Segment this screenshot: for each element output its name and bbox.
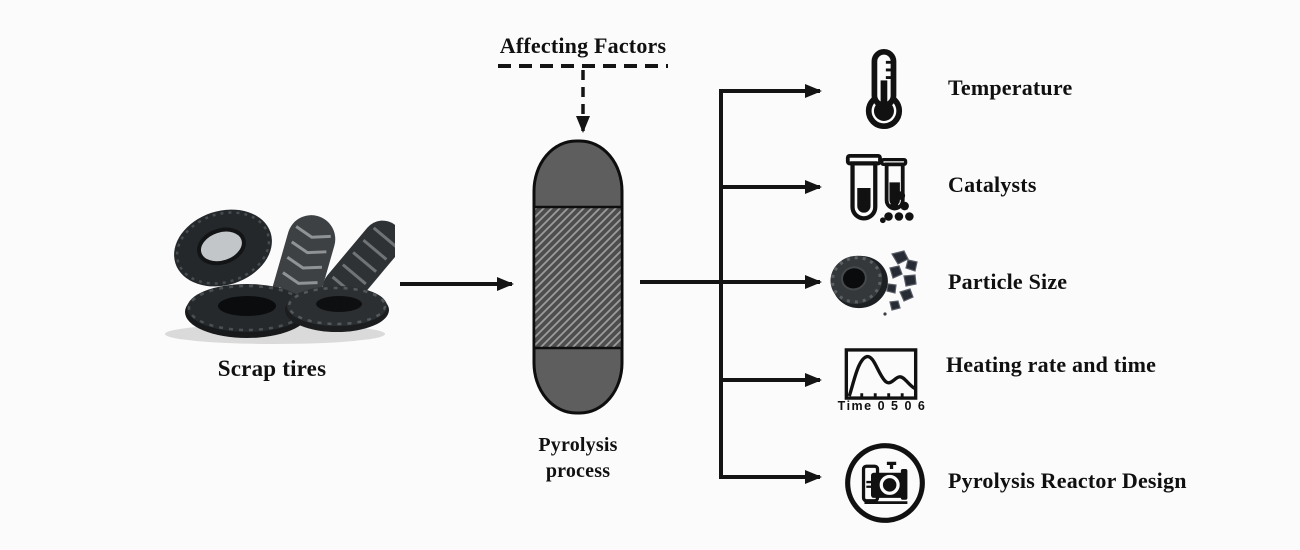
reactor-machine-icon bbox=[845, 443, 925, 523]
chart-axis-label: Time 0 5 0 6 bbox=[837, 399, 927, 413]
process-label-line1: Pyrolysis bbox=[538, 434, 618, 456]
catalysts-label: Catalysts bbox=[948, 172, 1037, 197]
tire-shreds-icon bbox=[830, 250, 918, 316]
scrap-tires-image bbox=[165, 209, 395, 344]
reactor-vessel bbox=[532, 139, 624, 415]
temperature-label: Temperature bbox=[948, 75, 1073, 100]
thermometer-icon bbox=[865, 48, 903, 130]
test-tube-particles-icon bbox=[845, 153, 914, 224]
reactor-design-label: Pyrolysis Reactor Design bbox=[948, 468, 1187, 493]
heating-curve-chart-icon bbox=[844, 348, 918, 400]
heating-rate-label: Heating rate and time bbox=[946, 352, 1157, 377]
scrap-tires-label: Scrap tires bbox=[217, 356, 327, 381]
affecting-factors-title: Affecting Factors bbox=[499, 33, 667, 58]
pyrolysis-process-label: Pyrolysis process bbox=[478, 432, 678, 484]
process-label-line2: process bbox=[545, 460, 611, 482]
particle-size-label: Particle Size bbox=[948, 269, 1068, 294]
